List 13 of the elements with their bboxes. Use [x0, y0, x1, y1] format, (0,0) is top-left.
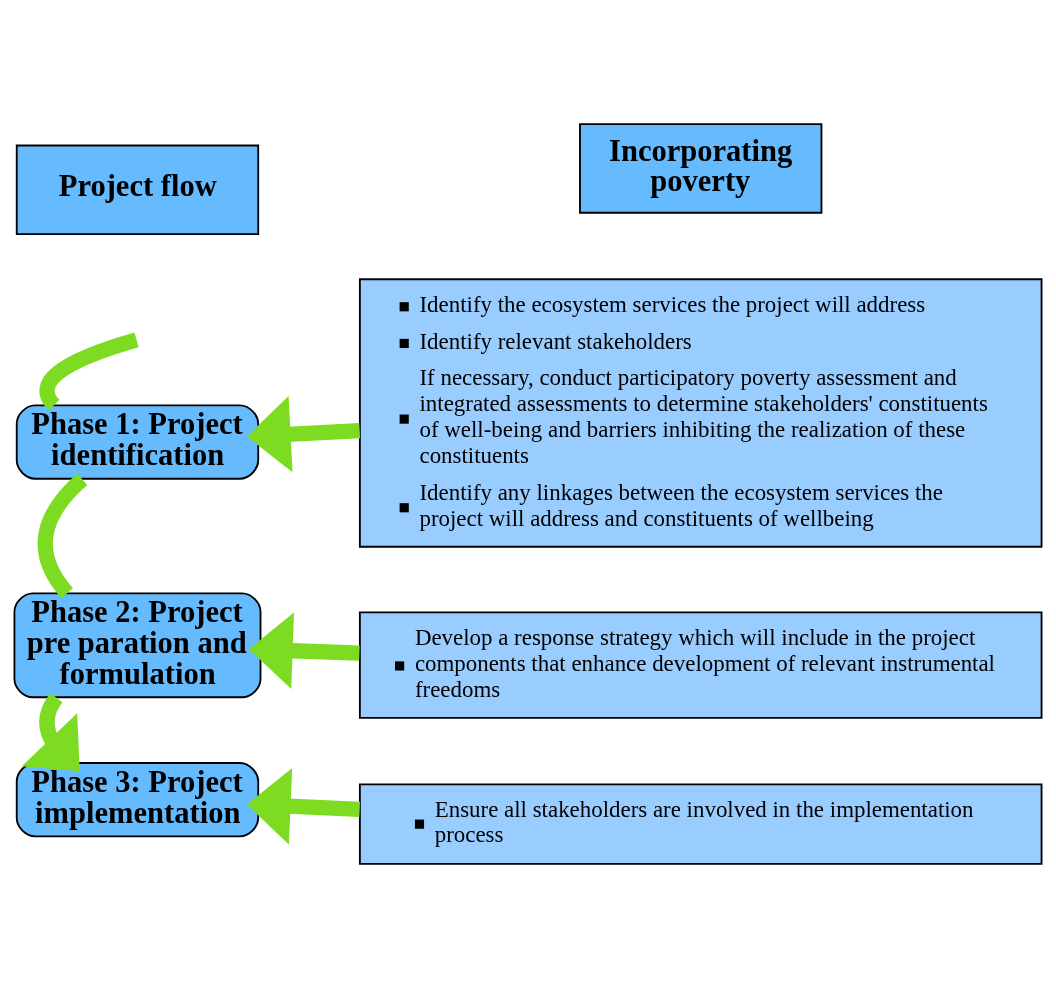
arrow — [246, 396, 361, 473]
node-box: Project flow — [15, 144, 260, 236]
connector — [39, 332, 139, 410]
node-box: Phase 1: Project identification — [15, 404, 260, 480]
node-box: Develop a response strategy which will include in the project components that enhance development of relevant instrumental freedoms — [358, 611, 1043, 719]
arrow — [248, 612, 360, 689]
node-box: Phase 2: Project pre paration and formulation — [13, 592, 262, 699]
arrow — [21, 693, 80, 772]
node-box: Incorporating poverty — [579, 123, 823, 214]
node-box: Ensure all stakeholders are involved in the implementation process — [358, 783, 1043, 865]
arrow — [246, 768, 361, 845]
node-box: Phase 3: Project implementation — [15, 762, 260, 838]
node-box: Identify the ecosystem services the project will address Identify relevant stakeholders If necessary, conduct participatory poverty assessment and integrated assessments to determine stakeholders' constituents of well-being and barriers inhibiting the realization of these constituents Identify any linkages between the ecosystem services the project will address and constituents of wellbeing — [358, 278, 1043, 548]
